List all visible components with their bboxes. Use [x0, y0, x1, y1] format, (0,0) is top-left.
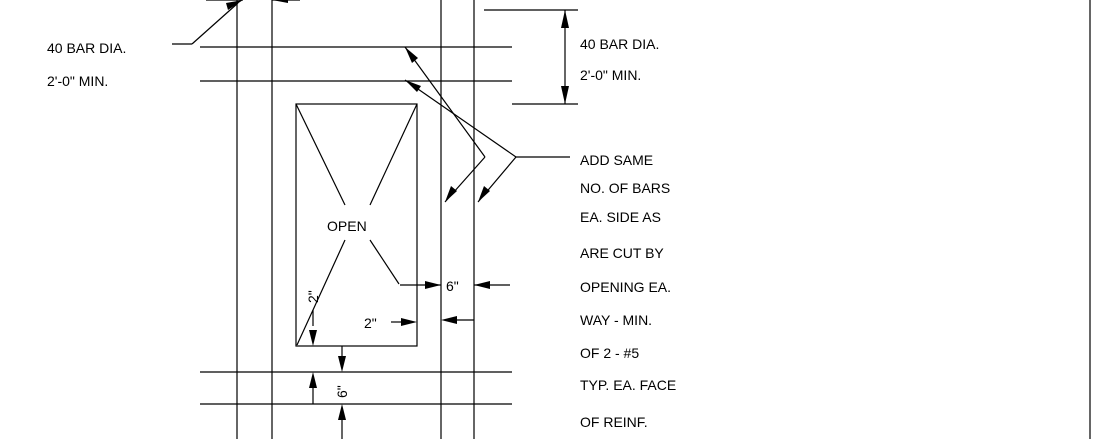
note-leader-arrow-3 — [445, 186, 457, 202]
note-leader-arrow-2 — [405, 80, 421, 92]
left-2ft-min-label: 2'-0" MIN. — [47, 73, 108, 89]
opening-cross-1 — [295, 103, 346, 206]
opening-cross-4 — [369, 239, 400, 285]
note-line: WAY - MIN. — [580, 312, 652, 328]
right-dim-arrow-bottom — [561, 86, 569, 104]
six-inch-arrow-left — [425, 281, 441, 289]
six-inch-bottom-arrow-bottom — [338, 404, 346, 420]
note-line: NO. OF BARS — [580, 180, 670, 196]
right-dim-arrow-top — [561, 10, 569, 28]
left-label-leader-diagonal — [191, 2, 239, 45]
six-inch-right-label: 6" — [446, 278, 459, 294]
two-inch-bottom-label: 2" — [364, 315, 377, 331]
opening-rectangle — [295, 103, 418, 347]
top-left-arrowhead-2 — [272, 0, 288, 3]
note-line: TYP. EA. FACE — [580, 377, 676, 393]
note-leader-2 — [404, 79, 517, 158]
note-line: OF 2 - #5 — [580, 345, 639, 361]
note-line: ARE CUT BY — [580, 245, 664, 261]
six-inch-bottom-label: 6" — [334, 385, 350, 398]
reinforcement-note: ADD SAME NO. OF BARS EA. SIDE AS ARE CUT… — [580, 152, 676, 430]
right-40-bar-dia-label: 40 BAR DIA. — [580, 36, 659, 52]
note-line: EA. SIDE AS — [580, 209, 661, 225]
note-line: ADD SAME — [580, 152, 653, 168]
bottom-left-arrow — [309, 372, 317, 388]
note-leader-arrow-1 — [405, 47, 418, 63]
left-40-bar-dia-label: 40 BAR DIA. — [47, 40, 126, 56]
opening-cross-2 — [369, 103, 418, 206]
note-leader-arrow-4 — [478, 186, 490, 202]
right-2ft-min-label: 2'-0" MIN. — [580, 67, 641, 83]
open-label: OPEN — [327, 218, 367, 234]
two-inch-arrow — [401, 318, 417, 326]
note-leader-1 — [404, 46, 486, 158]
six-inch-bottom-arrow-top — [338, 356, 346, 372]
lower-arrow-left — [441, 316, 457, 324]
note-line: OF REINF. — [580, 414, 648, 430]
opening-cross-3 — [296, 239, 346, 346]
two-inch-left-label: 2" — [305, 290, 321, 303]
six-inch-arrow-right — [474, 281, 490, 289]
two-inch-left-arrow — [309, 330, 317, 346]
top-left-arrowhead-1 — [226, 0, 243, 10]
note-line: OPENING EA. — [580, 279, 671, 295]
